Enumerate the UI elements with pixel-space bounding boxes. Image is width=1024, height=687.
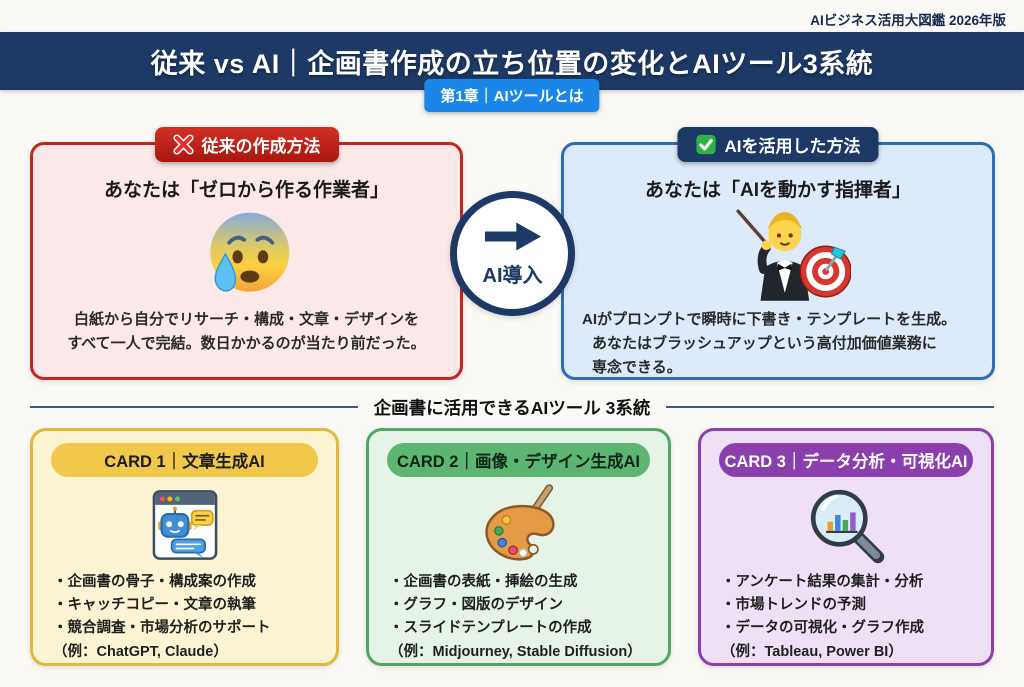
after-badge-label: AIを活用した方法 [724,137,861,156]
edition-label: AIビジネス活用大図鑑 2026年版 [810,13,1006,28]
conductor-with-baton-and-target-emoji [564,204,992,304]
card3-title-pill: CARD 3｜データ分析・可視化AI [719,443,973,477]
before-description-line: すべて一人で完結。数日かかるのが当たり前だった。 [67,335,426,352]
before-heading: あなたは「ゼロから作る作業者」 [103,180,389,201]
card3-item: （例：Tableau, Power BI） [721,643,903,660]
paint-palette-brush-icon [369,481,668,569]
tools-divider: 企画書に活用できるAIツール 3系統 [30,396,994,418]
card3-item: ・データの可視化・グラフ作成 [721,620,924,637]
card1-item: ・競合調査・市場分析のサポート [53,620,271,637]
card2-title-pill: CARD 2｜画像・デザイン生成AI [387,443,650,477]
card3-items: ・アンケート結果の集計・分析 ・市場トレンドの予測 ・データの可視化・グラフ作成… [701,569,991,664]
before-badge-label: 従来の作成方法 [201,137,321,156]
after-description-line: 専念できる。 [592,359,682,376]
transition-label: AI導入 [482,264,543,287]
after-heading: あなたは「AIを動かす指揮者」 [644,180,911,201]
check-mark-icon [696,134,717,155]
after-description-line: あなたはブラッシュアップという高付加価値業務に [592,335,937,352]
card1-item: （例：ChatGPT, Claude） [53,643,228,660]
after-description: AIがプロンプトで瞬時に下書き・テンプレートを生成。 あなたはブラッシュアップと… [564,308,992,380]
after-panel: AIを活用した方法 あなたは「AIを動かす指揮者」 AIがプロンプトで瞬時に下書… [561,127,995,380]
ai-transition-circle: AI導入 [450,191,575,316]
card1-items: ・企画書の骨子・構成案の作成 ・キャッチコピー・文章の執筆 ・競合調査・市場分析… [33,569,336,664]
before-description-line: 白紙から自分でリサーチ・構成・文章・デザインを [73,311,419,328]
after-badge: AIを活用した方法 [677,127,879,162]
card1-title-pill: CARD 1｜文章生成AI [51,443,318,477]
before-badge: 従来の作成方法 [154,127,339,162]
cross-mark-icon [172,134,194,155]
card2-item: （例：Midjourney, Stable Diffusion） [389,643,642,660]
card2-item: ・スライドテンプレートの作成 [389,620,592,637]
divider-line-right [666,406,994,408]
card-text-generation-ai: CARD 1｜文章生成AI ・企画書の骨子・構成案の作成 [30,428,339,666]
divider-title: 企画書に活用できるAIツール 3系統 [373,397,651,418]
right-arrow-icon [483,220,543,258]
bar-chart-magnifier-icon [701,481,991,569]
before-description: 白紙から自分でリサーチ・構成・文章・デザインを すべて一人で完結。数日かかるのが… [33,308,460,356]
card2-item: ・グラフ・図版のデザイン [389,597,563,614]
card3-item: ・市場トレンドの予測 [721,597,866,614]
chat-robot-browser-icon [33,481,336,569]
card-image-design-ai: CARD 2｜画像・デザイン生成AI ・企画書の表紙・挿絵の生成 ・グラフ・図版… [366,428,671,666]
card-data-analysis-ai: CARD 3｜データ分析・可視化AI ・アンケート結果の集計・分析 ・市場トレン… [698,428,994,666]
card2-item: ・企画書の表紙・挿絵の生成 [389,574,578,590]
card2-items: ・企画書の表紙・挿絵の生成 ・グラフ・図版のデザイン ・スライドテンプレートの作… [369,569,668,664]
chapter-badge: 第1章｜AIツールとは [424,79,600,112]
card1-item: ・企画書の骨子・構成案の作成 [53,574,256,590]
page-title: 従来 vs AI｜企画書作成の立ち位置の変化とAIツール3系統 [150,48,874,79]
divider-line-left [30,406,358,408]
card3-item: ・アンケート結果の集計・分析 [721,574,924,590]
card1-item: ・キャッチコピー・文章の執筆 [53,597,256,614]
after-description-line: AIがプロンプトで瞬時に下書き・テンプレートを生成。 [582,311,957,328]
before-panel: 従来の作成方法 あなたは「ゼロから作る作業者」 白紙から自分でリサーチ・構成・文… [30,127,463,380]
anxious-face-with-sweat-emoji [33,204,460,304]
